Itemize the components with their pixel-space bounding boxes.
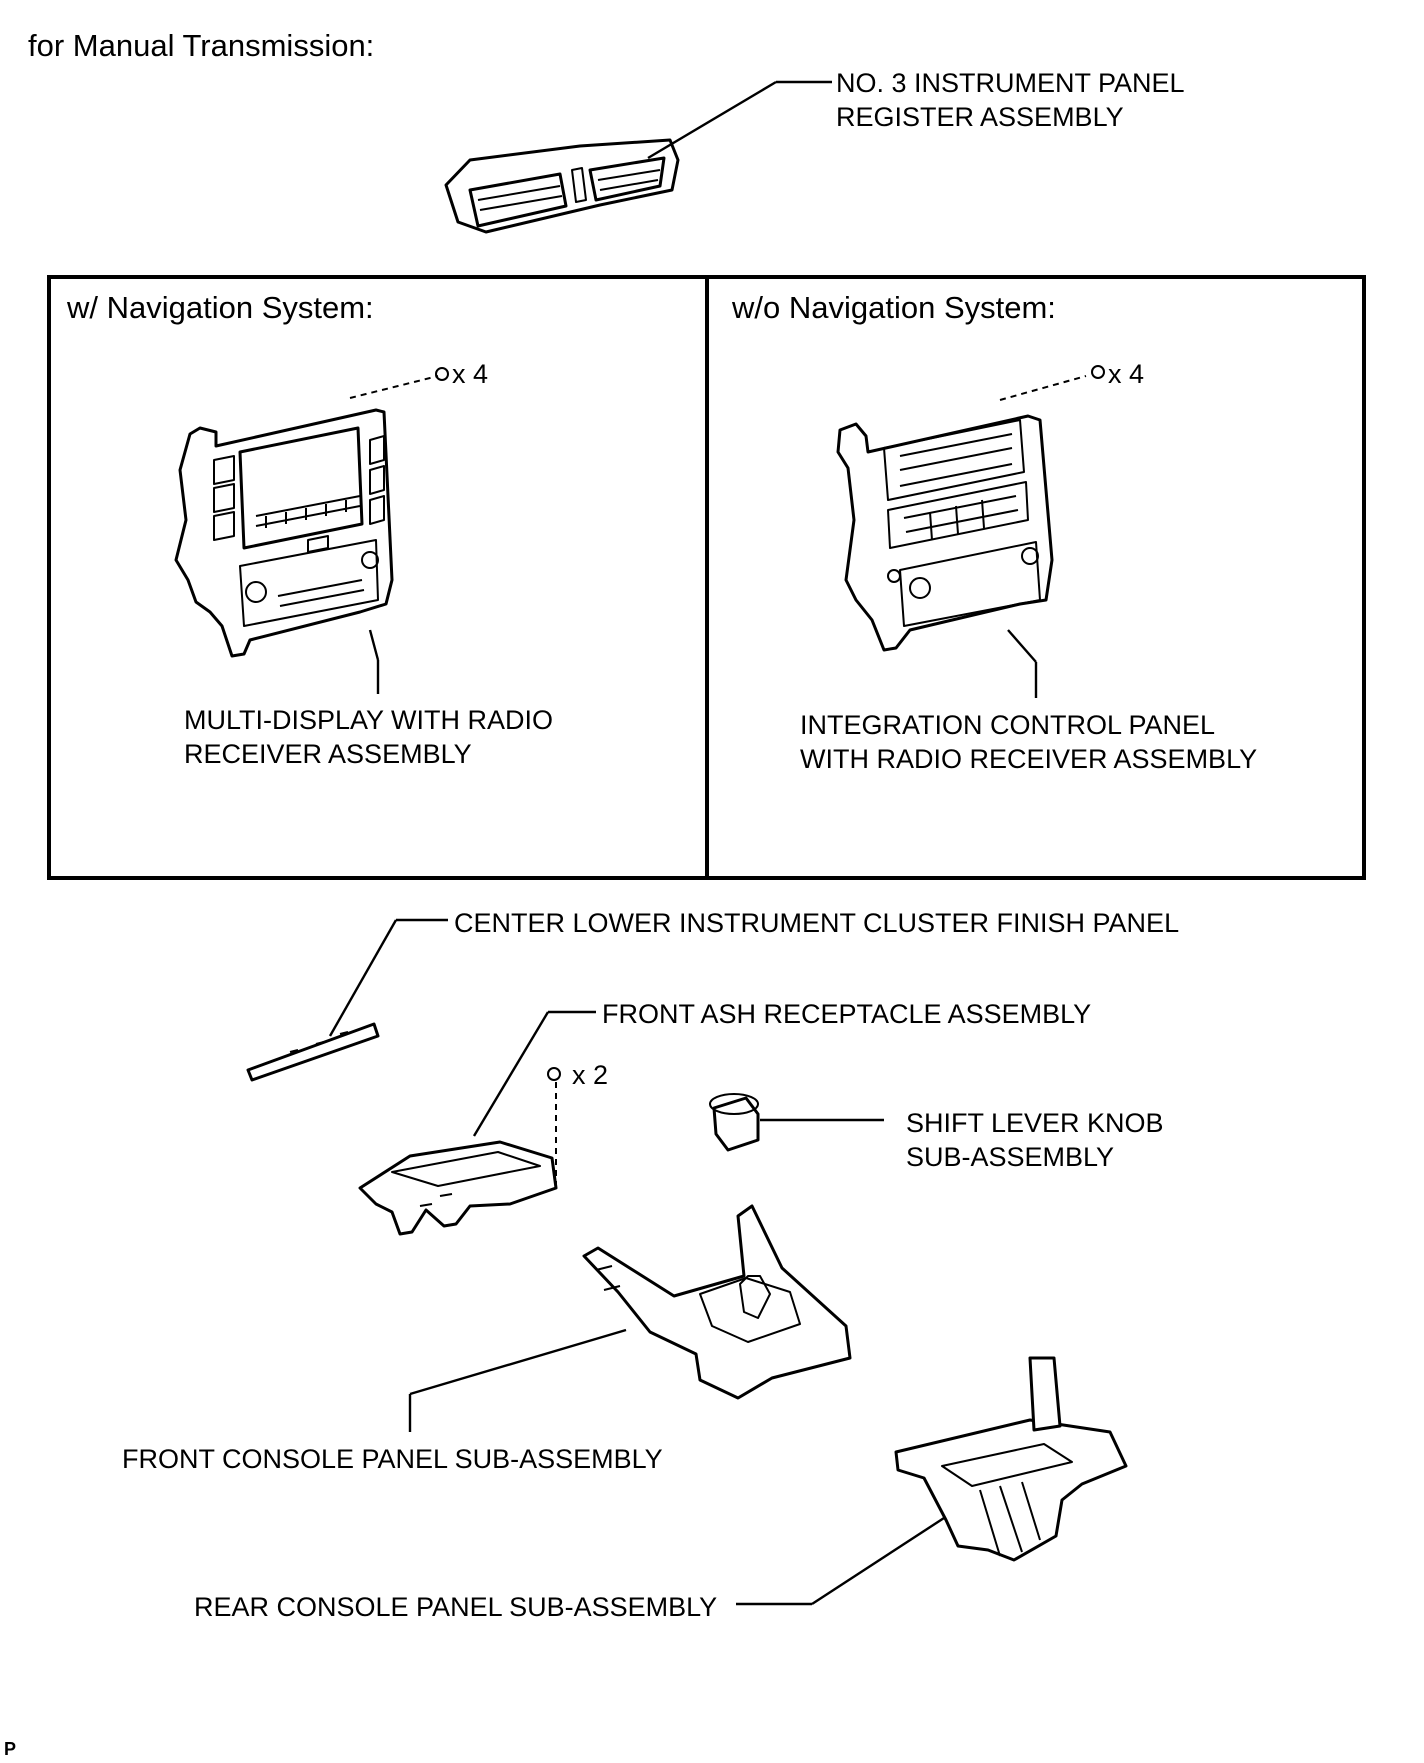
front-console-drawing (408, 1204, 852, 1432)
footer-mark: P (4, 1739, 17, 1759)
multi-display-receiver-drawing (174, 367, 449, 694)
integration-control-panel-drawing (836, 365, 1105, 698)
multi-display-label: MULTI-DISPLAY WITH RADIO RECEIVER ASSEMB… (184, 705, 554, 769)
ash-receptacle-drawing (358, 1010, 596, 1236)
integration-panel-label: INTEGRATION CONTROL PANEL WITH RADIO REC… (800, 710, 1258, 774)
register-assembly-label: NO. 3 INSTRUMENT PANEL REGISTER ASSEMBLY (836, 68, 1185, 132)
ash-receptacle-label: FRONT ASH RECEPTACLE ASSEMBLY (602, 999, 1092, 1029)
register-assembly-drawing (444, 80, 832, 234)
navigation-variant-frame (47, 275, 1366, 880)
finish-panel-label: CENTER LOWER INSTRUMENT CLUSTER FINISH P… (454, 908, 1180, 938)
panel-title-with-navigation: w/ Navigation System: (67, 290, 374, 325)
shift-knob-label: SHIFT LEVER KNOB SUB-ASSEMBLY (906, 1108, 1164, 1172)
ash-screw-quantity: x 2 (572, 1060, 609, 1090)
finish-panel-drawing (246, 918, 448, 1082)
panel-title-without-navigation: w/o Navigation System: (732, 290, 1056, 325)
front-console-label: FRONT CONSOLE PANEL SUB-ASSEMBLY (122, 1444, 663, 1474)
rear-console-drawing (736, 1356, 1128, 1606)
page-heading: for Manual Transmission: (28, 28, 375, 63)
shift-knob-drawing (709, 1093, 884, 1152)
rear-console-label: REAR CONSOLE PANEL SUB-ASSEMBLY (194, 1592, 718, 1622)
right-screw-quantity: x 4 (1108, 359, 1145, 389)
left-screw-quantity: x 4 (452, 359, 489, 389)
